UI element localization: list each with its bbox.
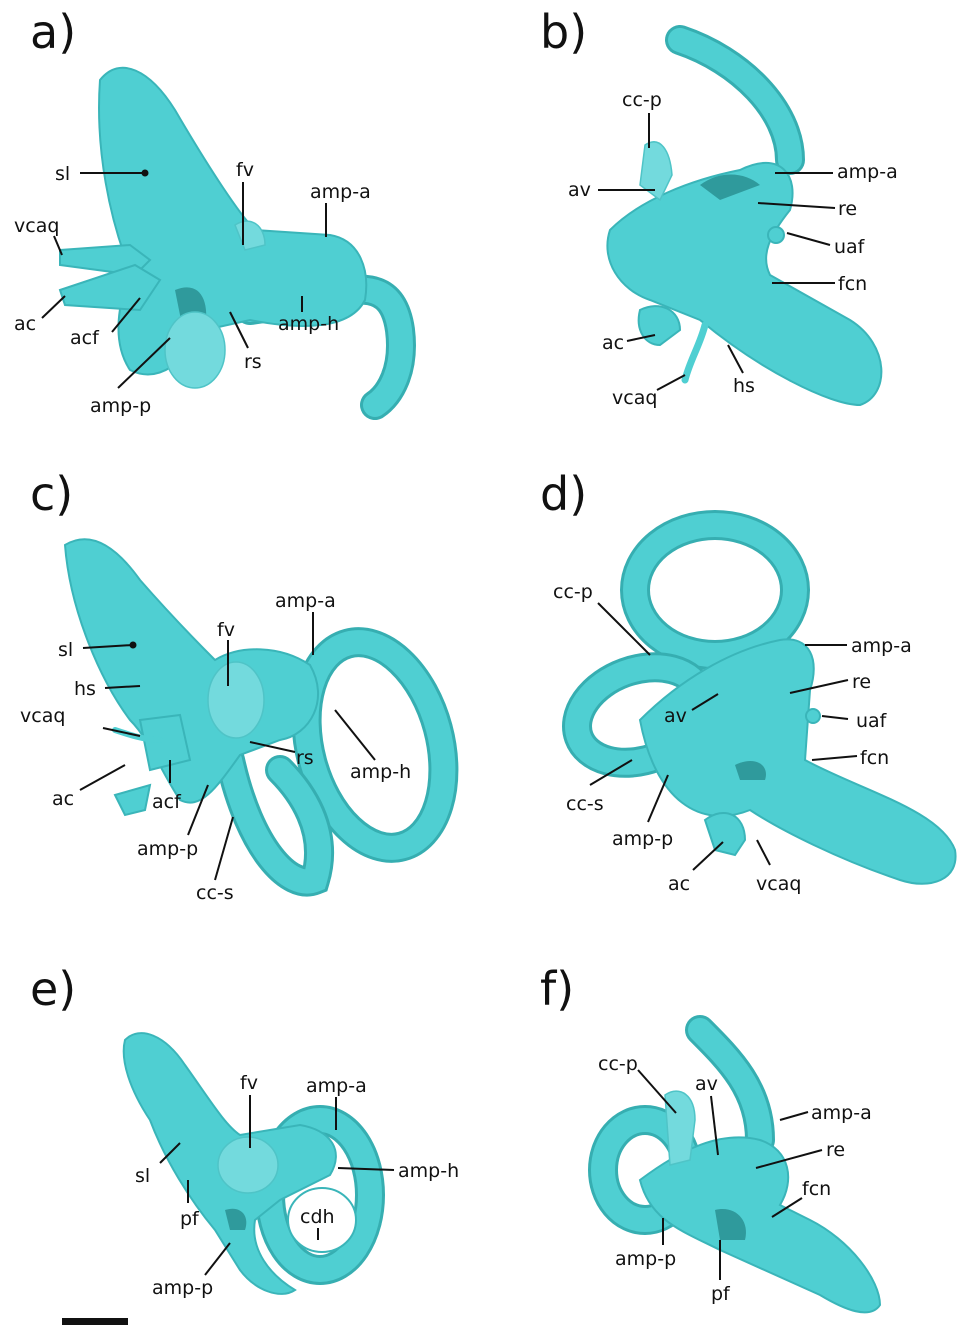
panel-f-label: f) (540, 962, 574, 1016)
label-sl: sl (55, 163, 70, 185)
panel-c-specimen (65, 539, 465, 881)
label-acf: acf (70, 327, 100, 349)
label-b-ac: ac (602, 332, 624, 354)
label-d-ac: ac (668, 873, 690, 895)
panel-c: c) amp-a fv sl hs vc (20, 467, 465, 904)
label-c-cc-s: cc-s (196, 882, 234, 904)
label-c-amp-p: amp-p (137, 838, 198, 860)
label-c-ac: ac (52, 788, 74, 810)
label-b-av: av (568, 179, 591, 201)
label-amp-a: amp-a (310, 181, 371, 203)
label-rs: rs (244, 351, 262, 373)
label-c-amp-h: amp-h (350, 761, 411, 783)
label-b-fcn: fcn (838, 273, 867, 295)
label-c-vcaq: vcaq (20, 705, 65, 727)
label-f-pf: pf (711, 1283, 731, 1305)
label-d-cc-p: cc-p (553, 581, 593, 603)
panel-c-label: c) (30, 467, 73, 521)
label-ac: ac (14, 313, 36, 335)
panel-f-specimen (603, 1030, 880, 1312)
label-amp-h: amp-h (278, 313, 339, 335)
label-d-vcaq: vcaq (756, 873, 801, 895)
panel-d-label: d) (540, 467, 587, 521)
label-d-re: re (852, 671, 871, 693)
label-b-vcaq: vcaq (612, 387, 657, 409)
label-d-fcn: fcn (860, 747, 889, 769)
label-e-amp-p: amp-p (152, 1277, 213, 1299)
panel-e: e) fv amp-a amp-h sl pf cdh amp-p (30, 962, 459, 1325)
label-d-amp-p: amp-p (612, 828, 673, 850)
panel-a: a) sl fv amp-a vcaq ac acf amp-p (14, 5, 401, 417)
scale-bar (62, 1318, 128, 1325)
label-e-cdh: cdh (300, 1206, 335, 1228)
label-amp-p: amp-p (90, 395, 151, 417)
panel-b: b) cc-p av amp-a re uaf fcn ac (540, 5, 898, 409)
label-e-amp-h: amp-h (398, 1160, 459, 1182)
label-f-re: re (826, 1139, 845, 1161)
label-b-uaf: uaf (834, 236, 866, 258)
label-b-amp-a: amp-a (837, 161, 898, 183)
label-e-sl: sl (135, 1165, 150, 1187)
label-e-fv: fv (240, 1072, 258, 1094)
label-b-cc-p: cc-p (622, 89, 662, 111)
panel-a-label: a) (30, 5, 76, 59)
label-f-amp-a: amp-a (811, 1102, 872, 1124)
label-d-uaf: uaf (856, 710, 888, 732)
label-vcaq: vcaq (14, 215, 59, 237)
label-c-sl: sl (58, 639, 73, 661)
label-d-amp-a: amp-a (851, 635, 912, 657)
label-c-amp-a: amp-a (275, 590, 336, 612)
label-f-av: av (695, 1073, 718, 1095)
label-c-rs: rs (296, 747, 314, 769)
label-c-acf: acf (152, 791, 182, 813)
panel-b-label: b) (540, 5, 587, 59)
label-b-re: re (838, 198, 857, 220)
label-d-av: av (664, 705, 687, 727)
label-f-cc-p: cc-p (598, 1053, 638, 1075)
label-c-hs: hs (74, 678, 96, 700)
label-f-amp-p: amp-p (615, 1248, 676, 1270)
label-b-hs: hs (733, 375, 755, 397)
panel-a-specimen (60, 68, 401, 405)
label-e-pf: pf (180, 1208, 200, 1230)
panel-f: f) cc-p av amp-a re fcn amp-p pf (540, 962, 880, 1312)
label-e-amp-a: amp-a (306, 1075, 367, 1097)
label-fv: fv (236, 159, 254, 181)
label-d-cc-s: cc-s (566, 793, 604, 815)
panel-e-label: e) (30, 962, 76, 1016)
panel-d: d) cc-p amp-a re av uaf fcn (540, 467, 956, 895)
label-f-fcn: fcn (802, 1178, 831, 1200)
label-c-fv: fv (217, 619, 235, 641)
